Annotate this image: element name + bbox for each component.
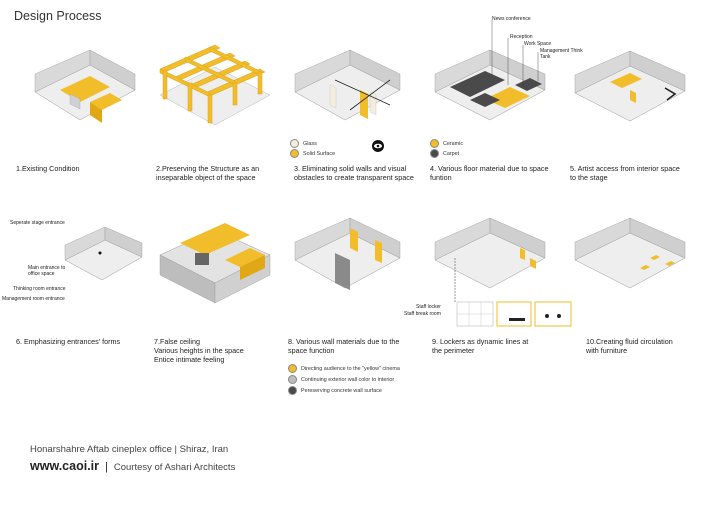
diagram-4-floor-materials [434,20,546,121]
caption-step-5: 5. Artist access from interior space to … [570,164,680,182]
diagram-9-lockers [434,217,546,303]
diagram-10-circulation [574,217,686,289]
legend-glass: Glass [290,139,317,148]
separator: | [105,461,108,473]
diagram-7-false-ceiling [159,223,271,304]
diagram-2-structure [159,44,271,126]
label-reception: Reception [510,34,533,40]
label-thinking-room: Thinking room entrance [13,286,66,292]
caption-step-10: 10.Creating fluid circulation with furni… [586,337,673,355]
diagram-6-entrances [64,226,143,281]
legend-carpet-swatch [430,149,439,158]
courtesy-text: Courtesy of Ashari Architects [113,462,236,473]
eye-icon [372,140,384,152]
label-staff-break-room: Staff break room [404,311,441,317]
caption-step-2: 2.Preserving the Structure as an insepar… [156,164,260,182]
label-staff-locker: Staff locker [416,304,441,310]
caption-step-3: 3. Eliminating solid walls and visual ob… [294,164,414,182]
project-credit: Honarshahre Aftab cineplex office | Shir… [30,444,229,455]
legend-yellow-swatch [288,364,297,373]
label-news-conference: News conference [492,16,531,22]
page-title: Design Process [14,9,102,23]
diagram-3-transparent [294,49,401,121]
legend-ceramic-swatch [430,139,439,148]
legend-dark-swatch [288,386,297,395]
legend-yellow-cinema: Directing audience to the "yellow" cinem… [288,364,400,373]
legend-grey-swatch [288,375,297,384]
label-main-entrance: Main entrance to office space [28,265,66,277]
caption-step-7: 7.False ceiling Various heights in the s… [154,337,244,364]
legend-solid-surface: Solid Surface [290,149,335,158]
caption-step-9: 9. Lockers as dynamic lines at the perim… [432,337,529,355]
label-work-space: Work Space [524,41,552,47]
label-stage-entrance: Seperate stage entrance [10,220,65,226]
source-credit: www.caoi.ir | Courtesy of Ashari Archite… [30,459,235,473]
label-management: Management Think Tank [540,48,583,60]
diagram-8-wall-materials [294,217,401,290]
legend-glass-swatch [290,139,299,148]
legend-solid-surface-swatch [290,149,299,158]
caption-step-6: 6. Emphasizing entrances' forms [16,337,121,346]
legend-carpet: Carpet [430,149,459,158]
diagram-5-artist-access [574,50,686,122]
caption-step-1: 1.Existing Condition [16,164,80,173]
caption-step-4: 4. Various floor material due to space f… [430,164,549,182]
legend-concrete: Pereserving concrete wall surface [288,386,382,395]
caption-step-8: 8. Various wall materials due to the spa… [288,337,400,355]
website-link[interactable]: www.caoi.ir [30,459,100,473]
label-management-room: Management room entrance [2,296,65,302]
locker-elevation [456,301,572,327]
legend-ceramic: Ceramic [430,139,463,148]
legend-exterior-wall: Continuing exterior wall color to interi… [288,375,394,384]
diagram-1-existing [34,49,136,123]
